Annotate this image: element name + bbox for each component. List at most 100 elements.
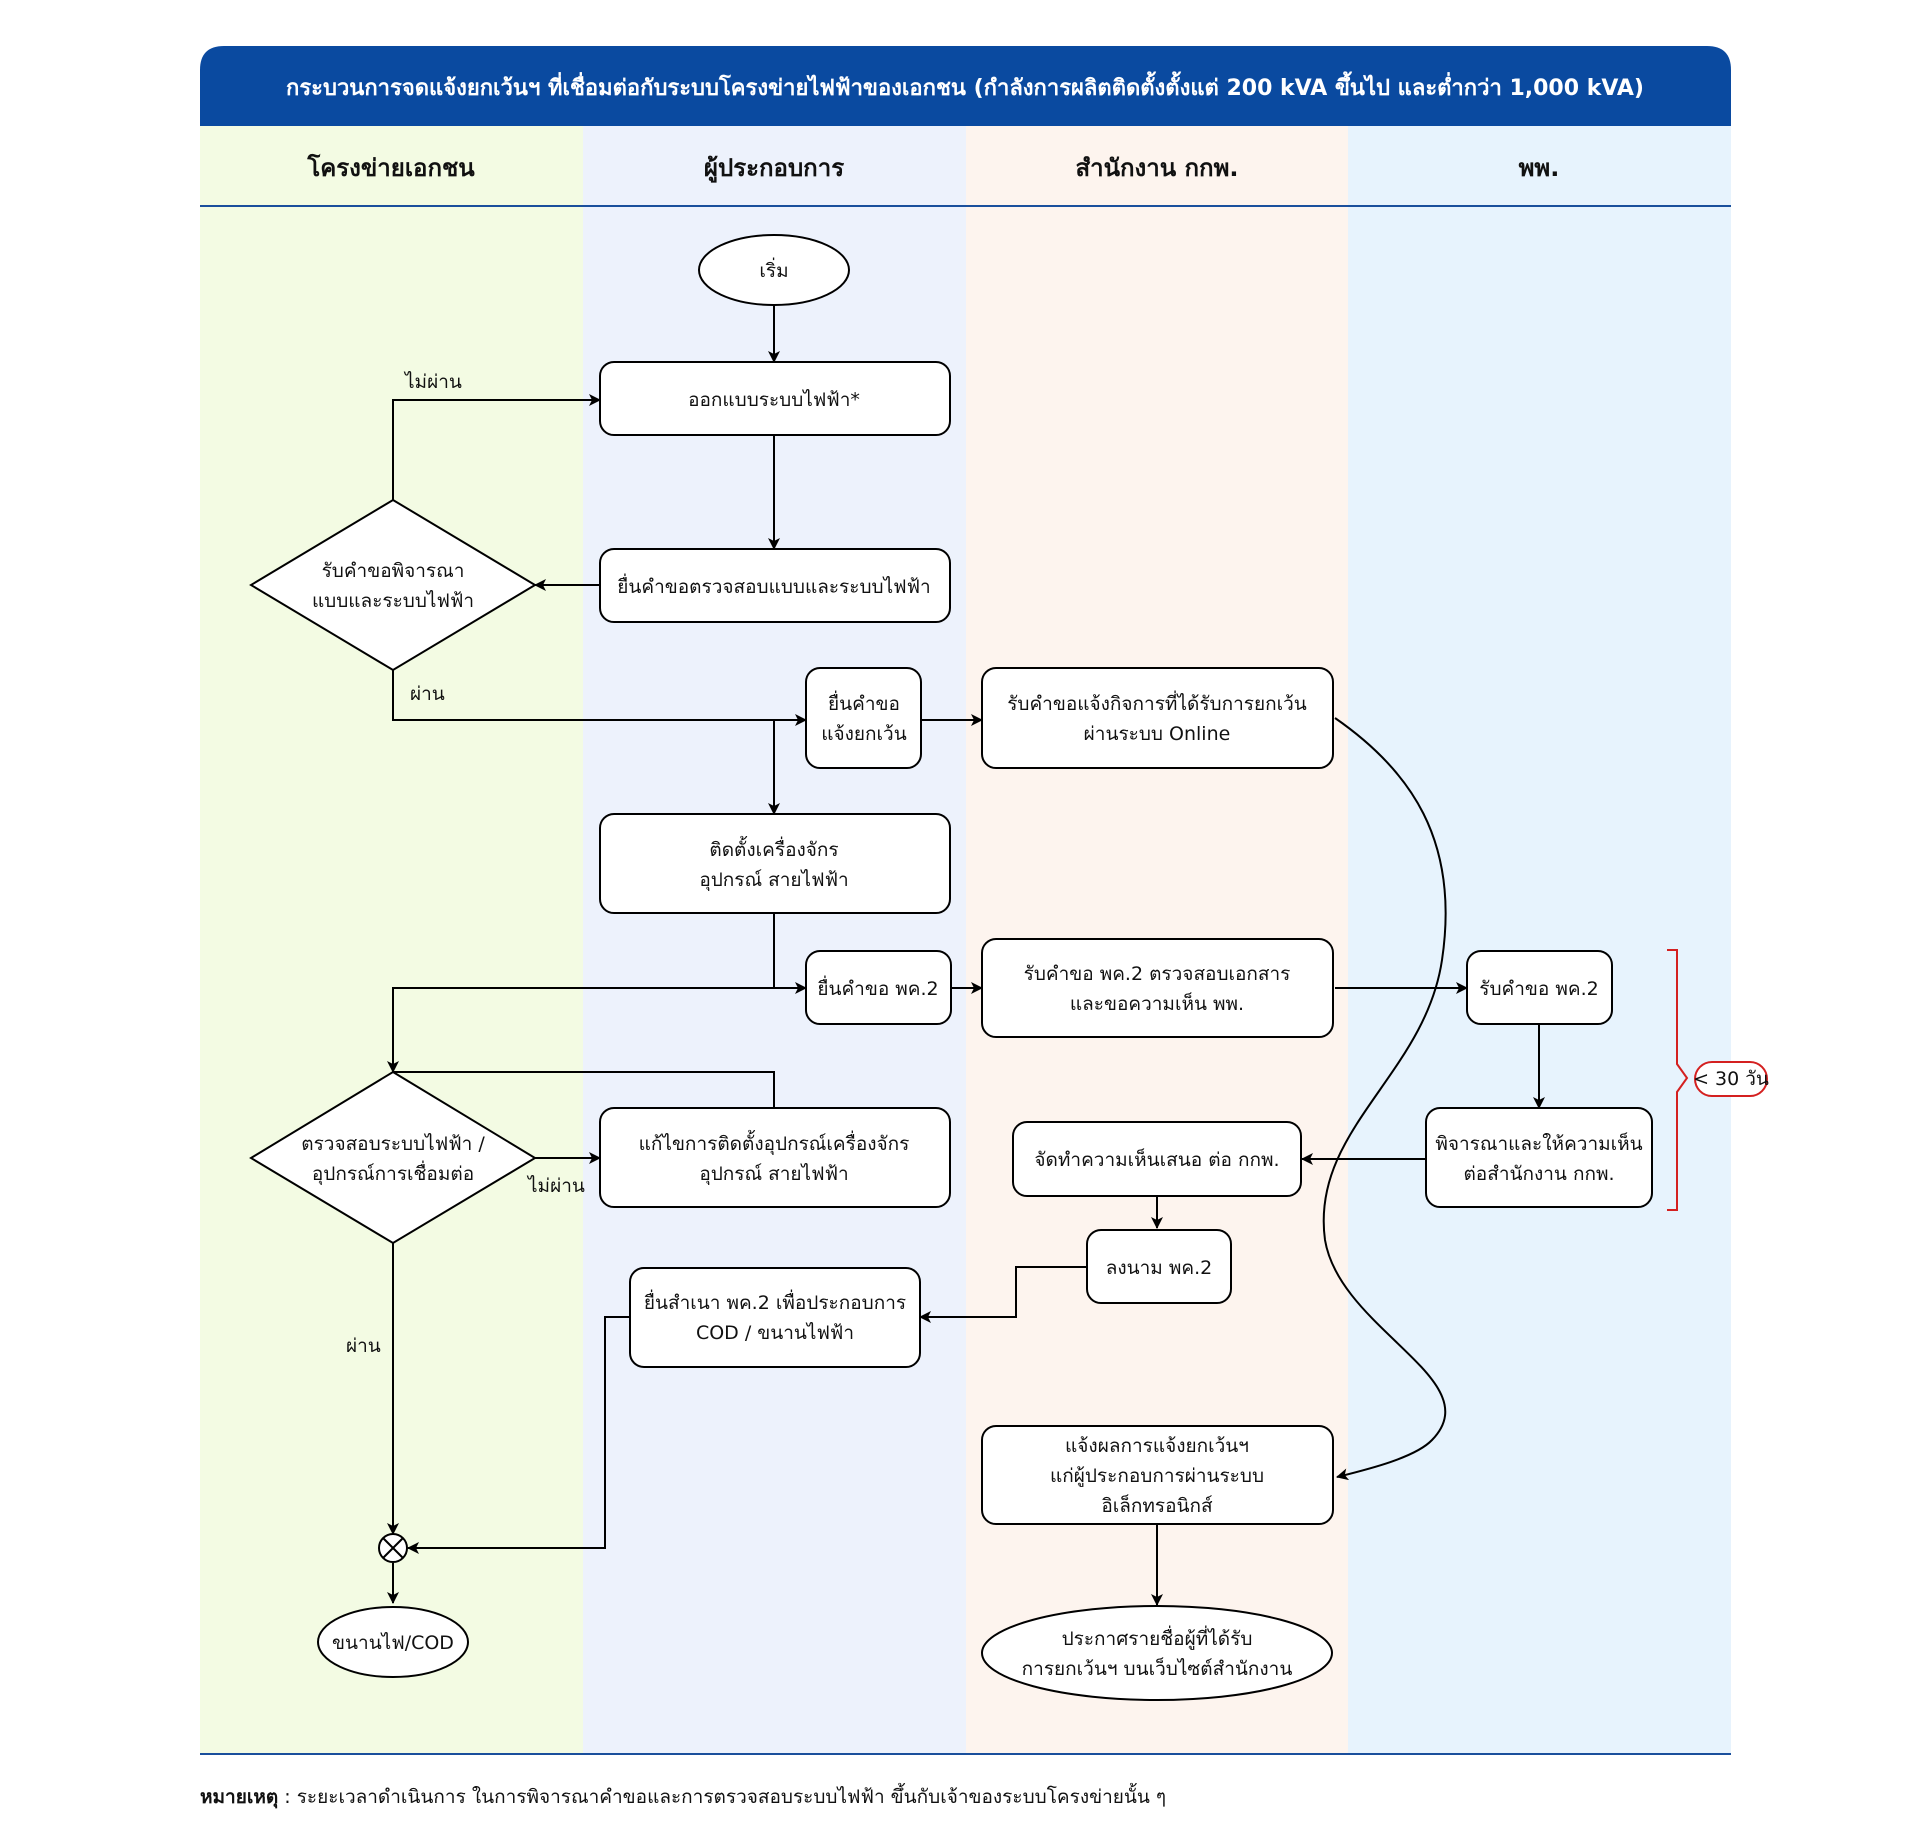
node-submit-exemption (805, 667, 922, 769)
edge-sign-copy (919, 1266, 1087, 1323)
nodes (249, 234, 1653, 1701)
label-fix: แก้ไขการติดตั้งอุปกรณ์เครื่องจักรอุปกรณ์… (639, 1130, 910, 1186)
label-line: แจ้งผลการแจ้งยกเว้นฯ (1065, 1435, 1249, 1457)
label-line: COD / ขนานไฟฟ้า (696, 1322, 854, 1344)
label-line: ตรวจสอบระบบไฟฟ้า / (301, 1133, 485, 1155)
edge-fix-inspect (393, 1071, 775, 1108)
label-line: เริ่ม (759, 257, 788, 282)
label-line: ต่อสำนักงาน กกพ. (1463, 1163, 1614, 1185)
label-line: ผ่านระบบ Online (1084, 723, 1231, 745)
diagram-title: กระบวนการจดแจ้งยกเว้นฯ ที่เชื่อมต่อกับระ… (286, 71, 1644, 101)
footnote-text: : ระยะเวลาดำเนินการ ในการพิจารณาคำขอและก… (278, 1786, 1167, 1808)
lane-bg-private-grid (200, 126, 583, 1754)
label-cod: ขนานไฟ/COD (332, 1632, 454, 1654)
label-install: ติดตั้งเครื่องจักรอุปกรณ์ สายไฟฟ้า (699, 836, 848, 892)
label-line: รับคำขอแจ้งกิจการที่ได้รับการยกเว้น (1007, 690, 1307, 715)
node-design (599, 361, 951, 436)
label-line: อุปกรณ์การเชื่อมต่อ (312, 1160, 474, 1186)
title-bar (200, 46, 1731, 126)
label-line: แจ้งยกเว้น (821, 723, 906, 745)
label-announce: ประกาศรายชื่อผู้ที่ได้รับการยกเว้นฯ บนเว… (1022, 1625, 1293, 1680)
edge-copy-merge (407, 1316, 630, 1554)
node-announce (981, 1605, 1333, 1701)
merge-cross-icon (382, 1537, 404, 1559)
label-line: แบบและระบบไฟฟ้า (312, 590, 474, 612)
node-cod (317, 1606, 469, 1678)
label-line: อุปกรณ์ สายไฟฟ้า (699, 869, 848, 892)
label-opinion-dede: พิจารณาและให้ความเห็นต่อสำนักงาน กกพ. (1435, 1131, 1642, 1185)
label-line: จัดทำความเห็นเสนอ ต่อ กกพ. (1034, 1147, 1279, 1171)
label-submit-copy: ยื่นสำเนา พค.2 เพื่อประกอบการ COD / ขนานไ… (644, 1289, 906, 1344)
label-line: ยื่นคำขอ (828, 690, 900, 715)
footnote: หมายเหตุ : ระยะเวลาดำเนินการ ในการพิจารณ… (200, 1782, 1166, 1812)
timeframe-label: < 30 วัน (1693, 1068, 1769, 1090)
node-receive-pk2-dede (1466, 950, 1613, 1025)
node-install (599, 813, 951, 914)
label-review-design: รับคำขอพิจารณาแบบและระบบไฟฟ้า (312, 560, 474, 612)
edge-label-pass-inspect: ผ่าน (346, 1335, 381, 1357)
node-start (698, 234, 850, 306)
label-line: ขนานไฟ/COD (332, 1632, 454, 1654)
label-opinion-erc: จัดทำความเห็นเสนอ ต่อ กกพ. (1034, 1147, 1279, 1171)
label-line: ประกาศรายชื่อผู้ที่ได้รับ (1062, 1625, 1253, 1650)
lane-bg-dede (1348, 126, 1731, 1754)
node-opinion-erc (1012, 1121, 1302, 1197)
timeframe-badge (1694, 1061, 1768, 1097)
lane-headers: โครงข่ายเอกชน ผู้ประกอบการ สำนักงาน กกพ.… (306, 153, 1559, 183)
edge-install-inspect (387, 987, 774, 1073)
label-line: และขอความเห็น พพ. (1070, 991, 1244, 1015)
node-receive-online (981, 667, 1334, 769)
label-submit-exemption: ยื่นคำขอแจ้งยกเว้น (821, 690, 906, 745)
node-fix (599, 1107, 951, 1208)
label-sign-pk2: ลงนาม พค.2 (1106, 1257, 1213, 1279)
label-submit-pk2: ยื่นคำขอ พค.2 (817, 975, 938, 1000)
lane-header-dede: พพ. (1519, 154, 1560, 182)
label-line: ยื่นคำขอ พค.2 (817, 975, 938, 1000)
edge-label-fail-design: ไม่ผ่าน (403, 371, 462, 393)
edge-label-pass-design: ผ่าน (410, 683, 445, 705)
edge-review-fail (392, 394, 601, 500)
label-submit-check: ยื่นคำขอตรวจสอบแบบและระบบไฟฟ้า (617, 573, 930, 598)
label-line: รับคำขอ พค.2 (1479, 978, 1598, 1000)
edge-online-notify (1322, 717, 1447, 1481)
label-line: รับคำขอพิจารณา (322, 560, 465, 582)
label-line: ยื่นคำขอตรวจสอบแบบและระบบไฟฟ้า (617, 573, 930, 598)
label-line: ยื่นสำเนา พค.2 เพื่อประกอบการ (644, 1289, 906, 1314)
label-line: ลงนาม พค.2 (1106, 1257, 1213, 1279)
label-receive-pk2-dede: รับคำขอ พค.2 (1479, 978, 1598, 1000)
label-inspect: ตรวจสอบระบบไฟฟ้า / อุปกรณ์การเชื่อมต่อ (301, 1133, 485, 1186)
lane-header-private-grid: โครงข่ายเอกชน (306, 153, 475, 182)
timeframe-bracket (1667, 949, 1689, 1211)
lane-header-erc-office: สำนักงาน กกพ. (1075, 154, 1238, 182)
footnote-label: หมายเหตุ (200, 1786, 279, 1808)
node-inspect (249, 1070, 537, 1245)
edge-labels: ไม่ผ่าน ผ่าน ไม่ผ่าน ผ่าน (346, 371, 585, 1357)
label-line: อิเล็กทรอนิกส์ (1101, 1493, 1213, 1517)
node-opinion-dede (1425, 1107, 1653, 1208)
label-start: เริ่ม (759, 257, 788, 282)
label-line: แก้ไขการติดตั้งอุปกรณ์เครื่องจักร (639, 1130, 910, 1156)
label-line: รับคำขอ พค.2 ตรวจสอบเอกสาร (1024, 963, 1291, 985)
label-line: ติดตั้งเครื่องจักร (709, 836, 838, 861)
node-submit-pk2 (805, 950, 952, 1025)
label-line: อุปกรณ์ สายไฟฟ้า (699, 1163, 848, 1186)
label-line: ออกแบบระบบไฟฟ้า* (688, 389, 860, 411)
node-review-design (249, 498, 537, 672)
label-line: การยกเว้นฯ บนเว็บไซต์สำนักงาน (1022, 1656, 1293, 1680)
node-sign-pk2 (1086, 1229, 1232, 1304)
node-receive-pk2-erc (981, 938, 1334, 1038)
label-design: ออกแบบระบบไฟฟ้า* (688, 389, 860, 411)
node-submit-check (599, 548, 951, 623)
node-submit-copy (629, 1267, 921, 1368)
node-notify (981, 1425, 1334, 1525)
lane-header-operator: ผู้ประกอบการ (704, 154, 844, 183)
label-receive-pk2-erc: รับคำขอ พค.2 ตรวจสอบเอกสารและขอความเห็น … (1024, 963, 1291, 1015)
edge-label-fail-inspect: ไม่ผ่าน (526, 1175, 585, 1197)
edges (387, 305, 1545, 1606)
edge-review-pass (392, 670, 807, 726)
label-line: พิจารณาและให้ความเห็น (1435, 1131, 1642, 1155)
label-notify: แจ้งผลการแจ้งยกเว้นฯแก่ผู้ประกอบการผ่านร… (1050, 1435, 1264, 1517)
label-line: แก่ผู้ประกอบการผ่านระบบ (1050, 1465, 1264, 1487)
